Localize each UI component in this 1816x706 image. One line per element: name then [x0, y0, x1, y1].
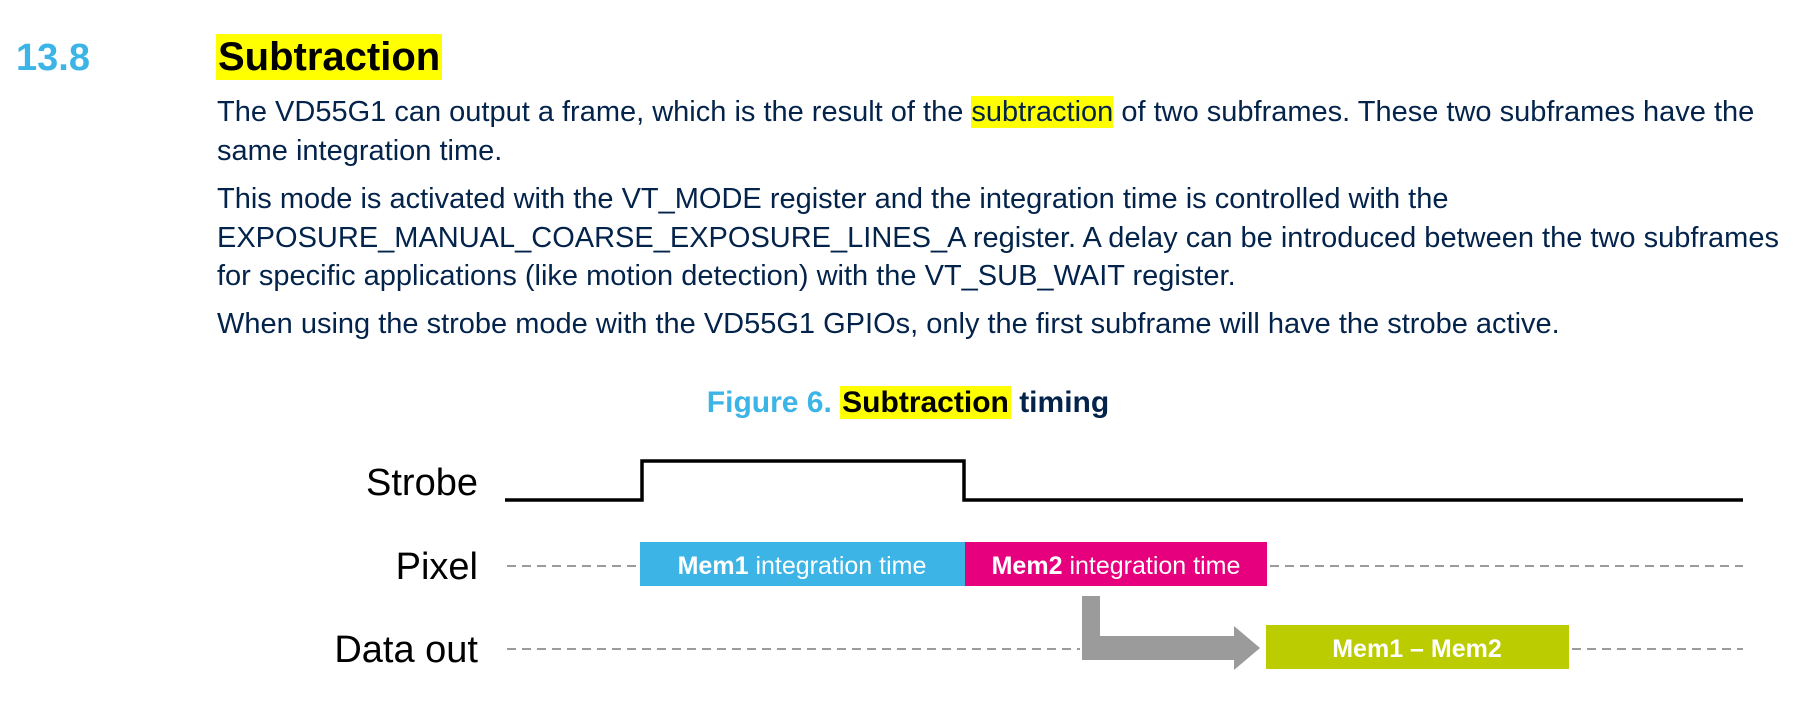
data-out-label: Data out — [334, 629, 478, 671]
mem1-box-label: Mem1 integration time — [678, 552, 927, 580]
mem1-box-text: integration time — [755, 552, 926, 580]
subtraction-result-box — [1266, 625, 1569, 669]
result-box-label: Mem1 – Mem2 — [1332, 635, 1502, 663]
paragraph-1-end: of two subframes. These two subframes ha… — [217, 96, 1755, 167]
mem2-integration-box — [965, 542, 1267, 586]
mem1-box-bold: Mem1 — [678, 552, 749, 580]
mem1-integration-box — [640, 542, 965, 586]
paragraph-1-start: The VD55G1 can output a frame, which is … — [217, 96, 972, 128]
section-title: Subtraction — [216, 34, 443, 80]
paragraph-1: The VD55G1 can output a frame, which is … — [217, 93, 1807, 170]
figure-label: Figure 6. — [706, 386, 832, 419]
paragraph-3: When using the strobe mode with the VD55… — [217, 308, 1560, 340]
search-highlight: subtraction — [971, 96, 1114, 128]
mem2-box-bold: Mem2 — [992, 552, 1063, 580]
pixel-label: Pixel — [396, 546, 478, 588]
figure-title-highlight: Subtraction — [840, 386, 1011, 419]
section-number: 13.8 — [16, 37, 90, 79]
paragraph-2: This mode is activated with the VT_MODE … — [217, 183, 1779, 292]
strobe-label: Strobe — [366, 462, 478, 504]
strobe-waveform — [505, 459, 1743, 502]
figure-title-rest: timing — [1019, 386, 1110, 419]
figure-caption: Figure 6. Subtraction timing — [0, 383, 1816, 423]
mem2-box-label: Mem2 integration time — [992, 552, 1241, 580]
mem2-box-text: integration time — [1069, 552, 1240, 580]
grey-arrow — [1082, 596, 1260, 670]
